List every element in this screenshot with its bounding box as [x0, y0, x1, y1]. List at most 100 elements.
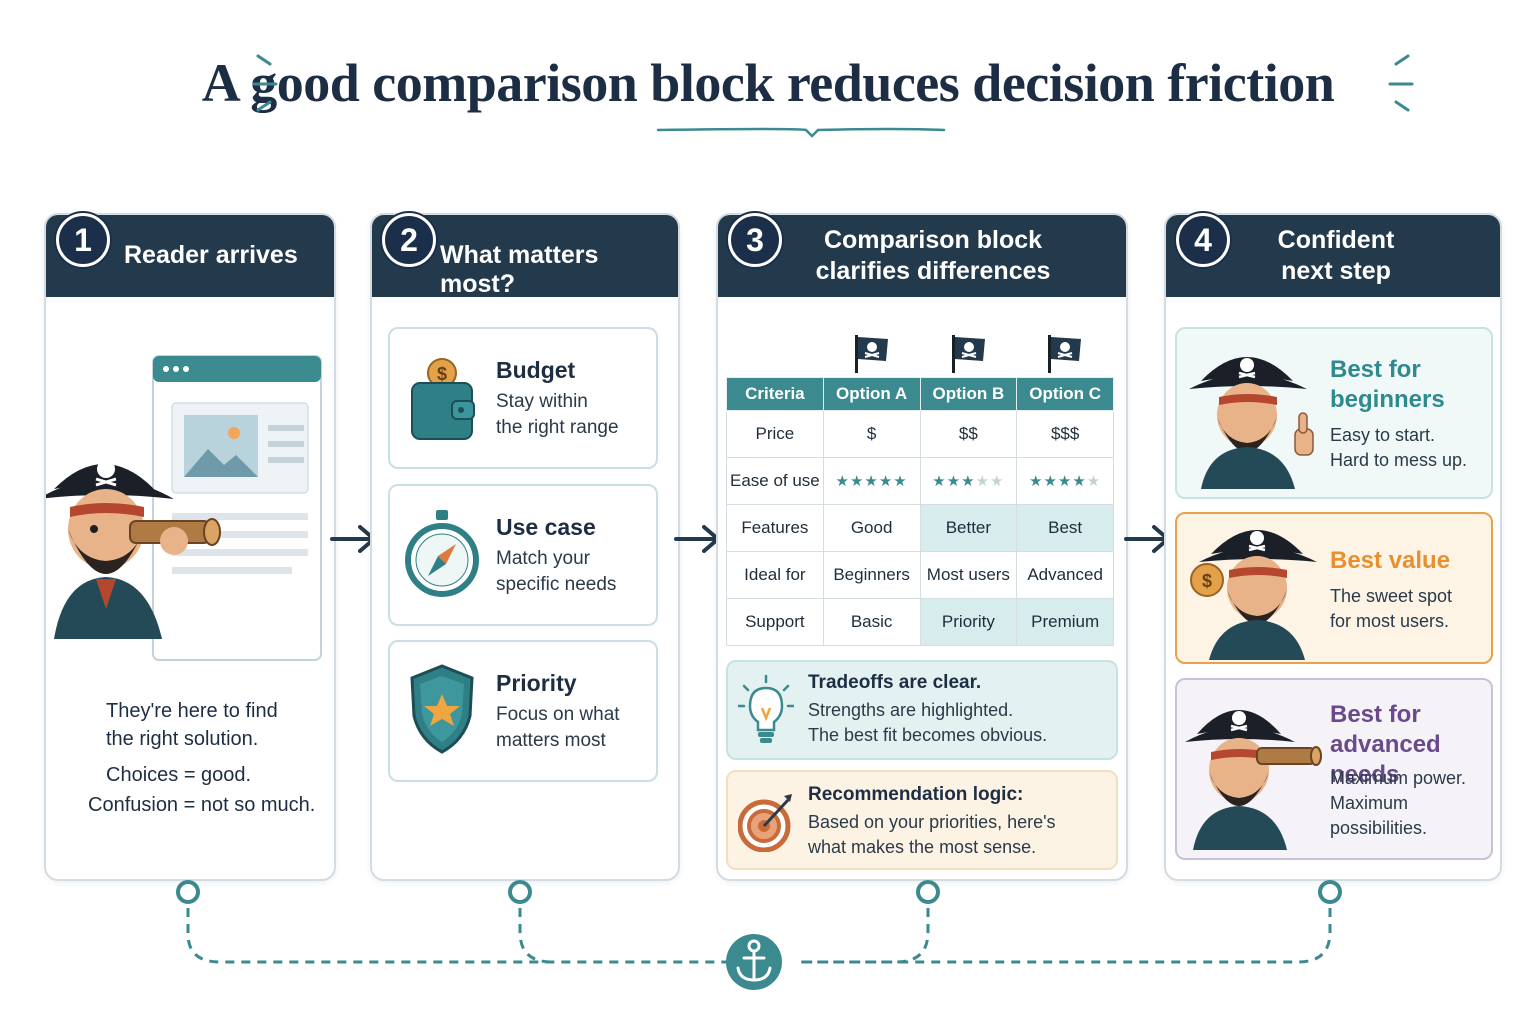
cell-option-a: $ [822, 410, 921, 458]
star-rating-option-a: ★★★★★ [822, 457, 921, 505]
cell-option-b: Most users [919, 551, 1018, 599]
pirate-telescope-icon [1185, 710, 1322, 850]
pirate-flag-icon [1048, 335, 1081, 373]
pirate-flag-icon [952, 335, 985, 373]
table-row: Price $ $$ $$$ [726, 410, 1114, 458]
priority-line-1: Focus on what [496, 704, 620, 725]
step-2-badge: 2 [382, 213, 436, 267]
priority-card-priority: Priority Focus on what matters most [388, 640, 658, 782]
step-1-panel: Reader arrives They're here to find the … [44, 213, 336, 881]
step-4-badge: 4 [1176, 213, 1230, 267]
pirate-telescope-icon [46, 460, 221, 639]
step-2-title: What matters most? [440, 241, 599, 298]
arrow-right-icon [674, 525, 720, 553]
use-case-title: Use case [496, 514, 596, 540]
cell-option-c: $$$ [1016, 410, 1114, 458]
beginners-line-2: Hard to mess up. [1330, 450, 1468, 470]
star-filled-icon: ★ [932, 473, 947, 490]
step-4-title-line-1: Confident [1277, 226, 1395, 254]
tradeoffs-line-2: The best fit becomes obvious. [808, 725, 1048, 745]
star-empty-icon: ★ [1086, 473, 1102, 490]
star-rating-option-c: ★★★★★ [1016, 457, 1114, 505]
star-filled-icon: ★ [1043, 473, 1058, 490]
step-4-title-line-2: next step [1281, 257, 1391, 285]
budget-line-1: Stay within [496, 391, 588, 412]
star-empty-icon: ★ [975, 473, 991, 490]
star-icons: ★★★★★ [932, 473, 1004, 490]
recommendation-line-1: Based on your priorities, here's [808, 812, 1056, 832]
value-title: Best value [1330, 547, 1451, 574]
cell-option-a: Good [822, 504, 921, 552]
reader-confusion: Confusion = not so much. [88, 794, 316, 816]
star-filled-icon: ★ [946, 473, 962, 490]
star-filled-icon: ★ [849, 473, 865, 490]
title-left-deco [252, 54, 278, 112]
reader-line-1: They're here to find [106, 700, 278, 722]
recommendation-note: Recommendation logic: Based on your prio… [726, 770, 1118, 870]
pirate-thumbs-up-icon [1189, 357, 1314, 489]
cell-option-b: Better [919, 504, 1018, 552]
outcome-card-advanced: Best for advanced needs Maximum power. M… [1175, 678, 1493, 860]
cell-option-a: Basic [822, 598, 921, 646]
tradeoffs-line-1: Strengths are highlighted. [808, 700, 1014, 720]
table-row: Ease of use ★★★★★ ★★★★★ ★★★★★ [726, 457, 1114, 505]
priority-card-use-case: Use case Match your specific needs [388, 484, 658, 626]
cell-option-b: $$ [919, 410, 1018, 458]
compass-icon [405, 510, 479, 597]
star-rating-option-b: ★★★★★ [919, 457, 1018, 505]
step-3-title-line-1: Comparison block [823, 226, 1043, 254]
tradeoffs-title: Tradeoffs are clear. [808, 672, 982, 693]
row-label: Price [726, 410, 824, 458]
table-row: Support Basic Priority Premium [726, 598, 1114, 646]
star-icons: ★★★★★ [835, 473, 907, 490]
advanced-title-line-2: advanced needs [1330, 731, 1441, 788]
beginners-title-line-2: beginners [1330, 386, 1445, 413]
table-header-row: Criteria Option A Option B Option C [726, 377, 1114, 411]
priority-title: Priority [496, 670, 577, 696]
step-3-badge: 3 [728, 213, 782, 267]
outcome-card-value: $ Best value The sweet spot for most use… [1175, 512, 1493, 664]
priority-card-budget: $ Budget Stay within the right range [388, 327, 658, 469]
svg-text:$: $ [1202, 571, 1212, 591]
shield-star-icon [410, 664, 474, 754]
budget-title: Budget [496, 357, 576, 383]
cell-option-c: Premium [1016, 598, 1114, 646]
use-case-line-2: specific needs [496, 574, 617, 595]
row-label: Ease of use [726, 457, 824, 505]
use-case-line-1: Match your [496, 548, 590, 569]
step-3-title-line-2: clarifies differences [815, 257, 1051, 285]
star-filled-icon: ★ [878, 473, 894, 490]
svg-text:$: $ [437, 364, 447, 384]
reader-line-2: the right solution. [106, 728, 259, 750]
value-line-1: The sweet spot [1330, 586, 1453, 606]
star-filled-icon: ★ [835, 473, 850, 490]
star-filled-icon: ★ [1072, 473, 1087, 490]
step-3-header: Comparison block clarifies differences [718, 215, 1126, 297]
advanced-line-3: possibilities. [1330, 818, 1428, 838]
advanced-line-1: Maximum power. [1330, 768, 1467, 788]
star-filled-icon: ★ [961, 473, 976, 490]
header-option-a: Option A [822, 377, 921, 411]
header-criteria: Criteria [726, 377, 824, 411]
anchor-icon [726, 934, 782, 990]
table-row: Features Good Better Best [726, 504, 1114, 552]
star-filled-icon: ★ [864, 473, 879, 490]
title-underline [656, 127, 946, 138]
advanced-line-2: Maximum [1330, 793, 1409, 813]
star-filled-icon: ★ [1057, 473, 1073, 490]
wallet-icon: $ [411, 358, 475, 440]
value-line-2: for most users. [1330, 611, 1450, 631]
row-label: Features [726, 504, 824, 552]
star-empty-icon: ★ [990, 473, 1005, 490]
cell-option-b: Priority [919, 598, 1018, 646]
header-option-c: Option C [1016, 377, 1114, 411]
table-row: Ideal for Beginners Most users Advanced [726, 551, 1114, 599]
row-label: Support [726, 598, 824, 646]
star-icons: ★★★★★ [1029, 473, 1101, 490]
star-filled-icon: ★ [893, 473, 908, 490]
header-option-b: Option B [919, 377, 1018, 411]
cell-option-a: Beginners [822, 551, 921, 599]
journey-connector [176, 880, 1342, 990]
budget-line-2: the right range [496, 417, 619, 438]
outcome-card-beginners: Best for beginners Easy to start. Hard t… [1175, 327, 1493, 499]
